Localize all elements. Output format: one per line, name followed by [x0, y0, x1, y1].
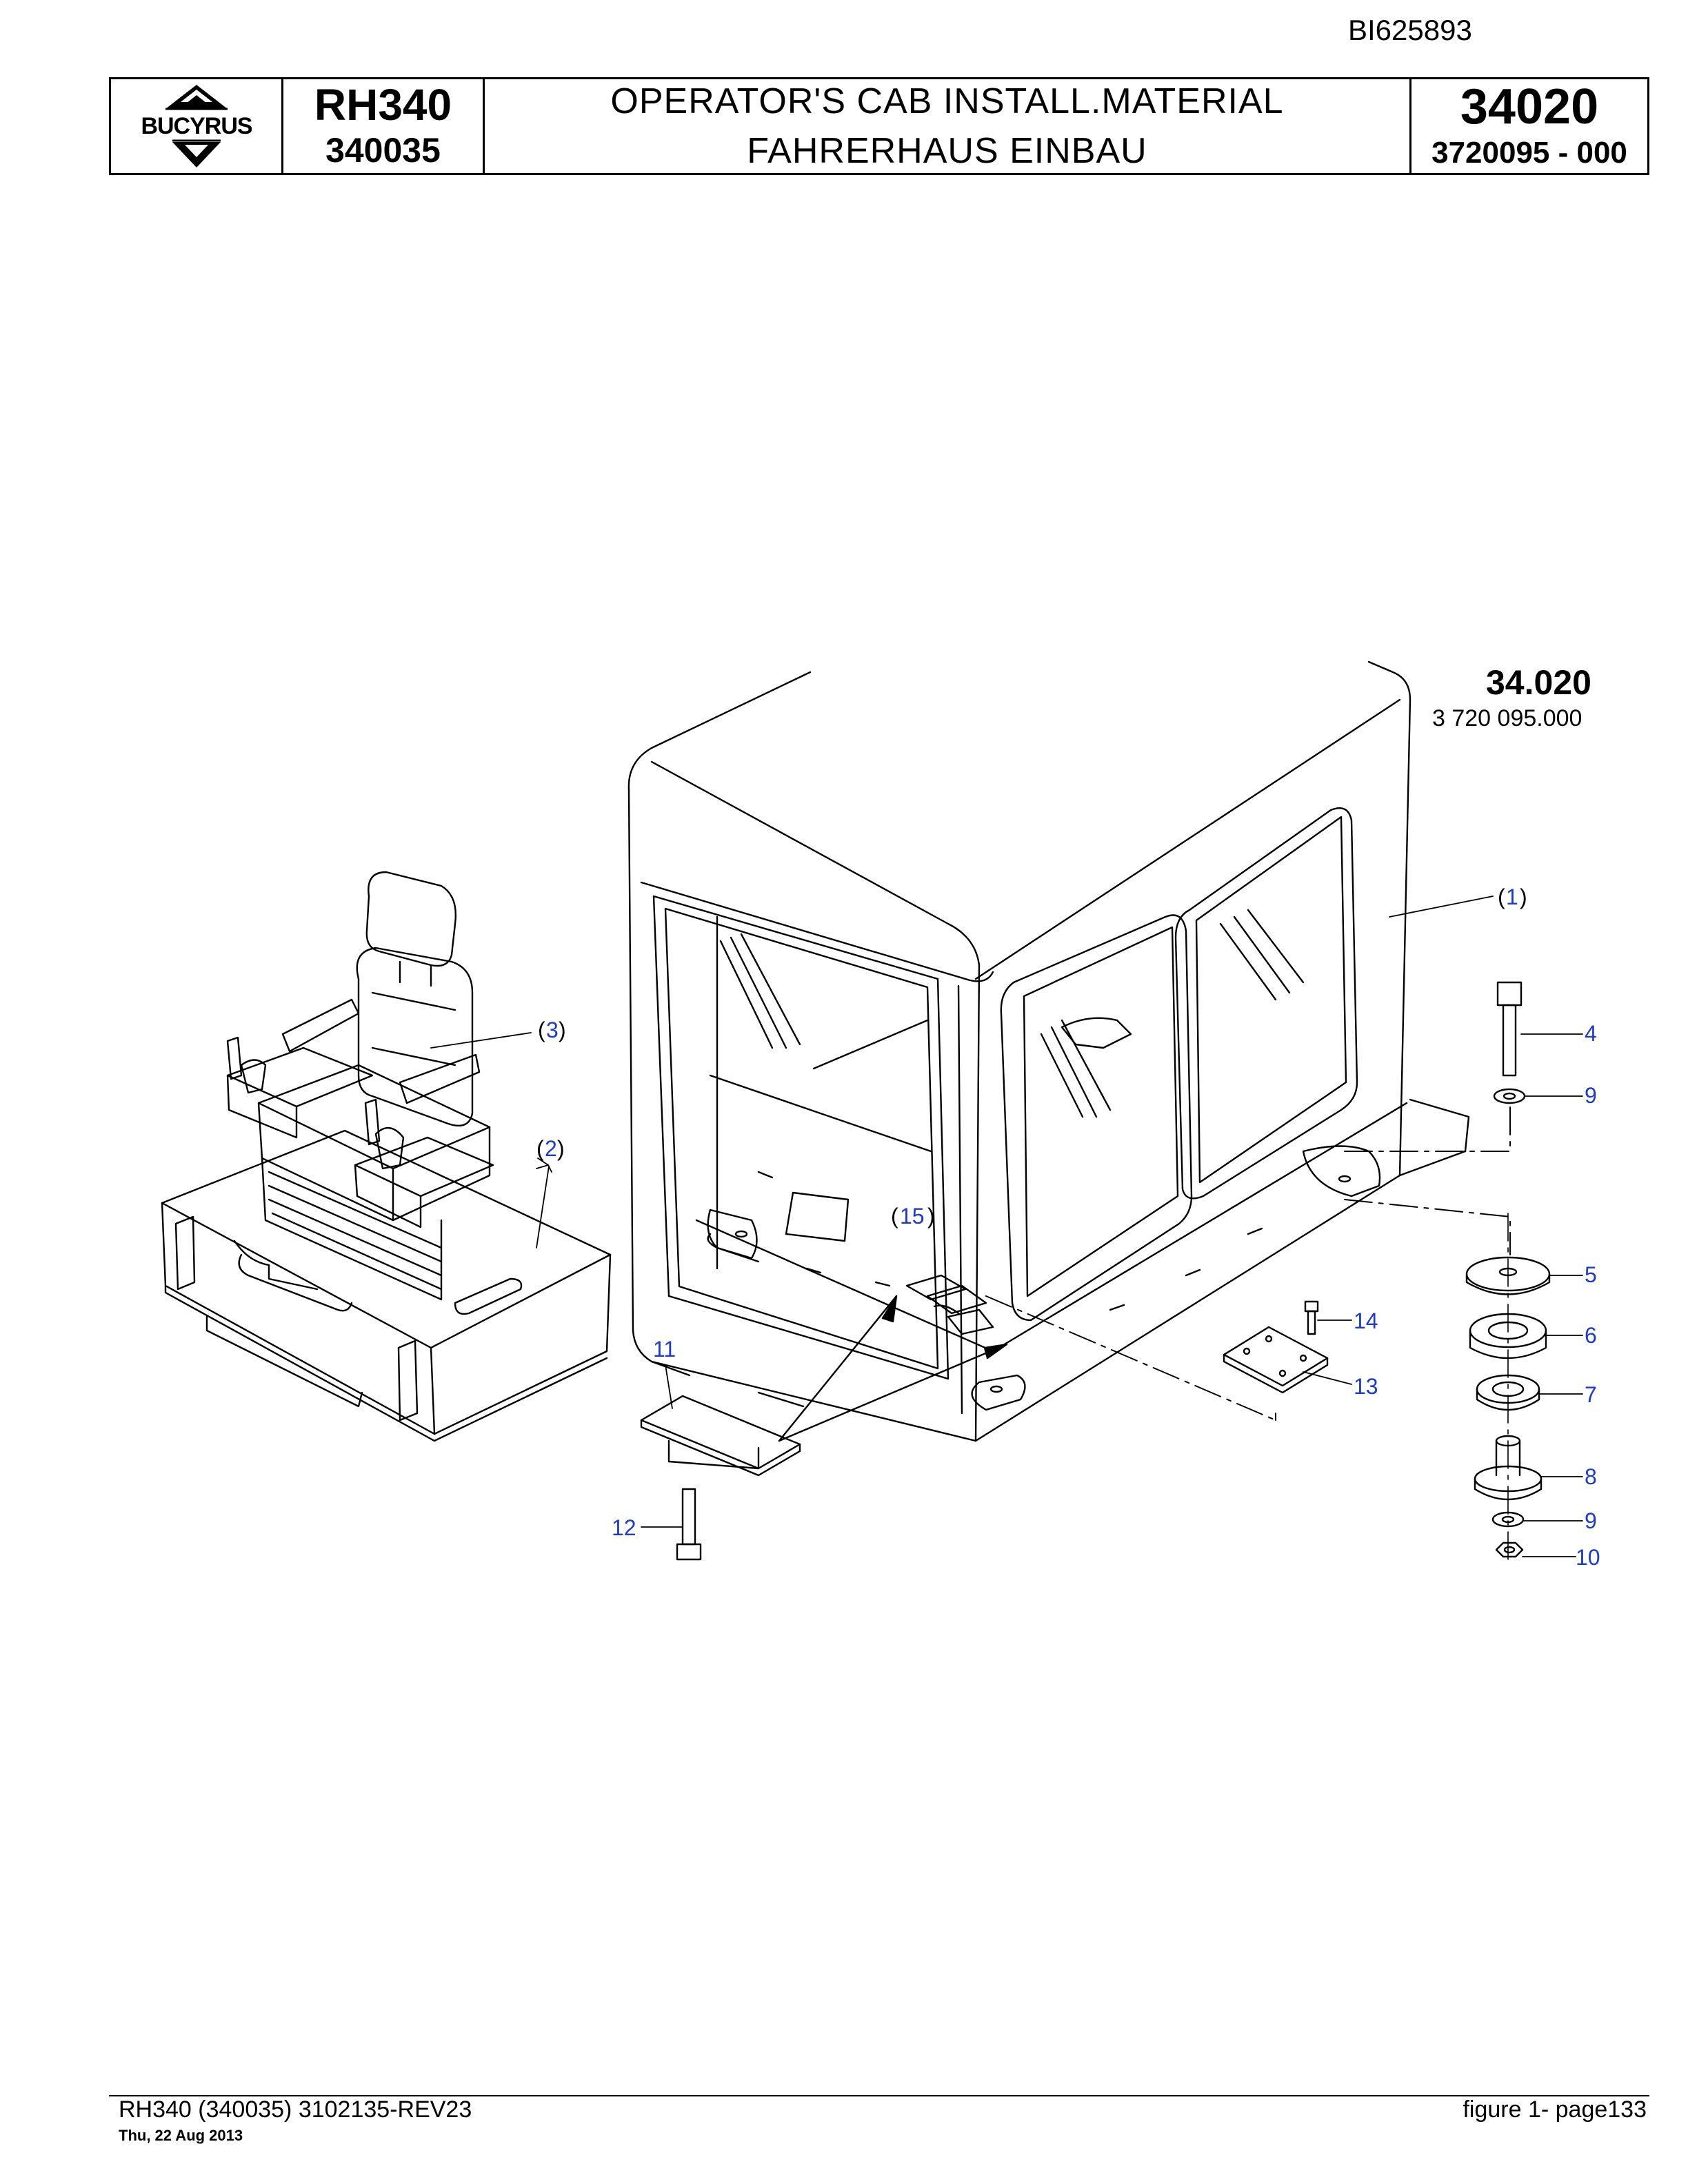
footer-page: figure 1- page133	[1463, 2096, 1647, 2123]
svg-text:(: (	[538, 1018, 545, 1042]
item-14-screw	[1304, 1300, 1319, 1335]
callout-3: 3	[546, 1018, 559, 1042]
callout-2: 2	[545, 1136, 557, 1161]
title-english: OPERATOR'S CAB INSTALL.MATERIAL	[610, 81, 1284, 121]
callout-labels: ( 1 ) ( 3 ) ( 2 ) ( 15 ) 4 9 5 6 7 8 9 1…	[536, 884, 1600, 1570]
item-12-bolt	[676, 1488, 702, 1561]
svg-text:): )	[927, 1204, 935, 1228]
console-drawing	[161, 1129, 612, 1442]
footer-date: Thu, 22 Aug 2013	[119, 2127, 243, 2144]
callout-9-bottom: 9	[1585, 1508, 1597, 1533]
callout-7: 7	[1585, 1382, 1597, 1407]
seat-drawing	[226, 871, 494, 1312]
callout-6: 6	[1585, 1323, 1597, 1348]
callout-11: 11	[653, 1337, 676, 1362]
callout-13: 13	[1354, 1374, 1378, 1399]
model-cell: RH340 340035	[283, 79, 485, 173]
item-11-ramp	[640, 1395, 801, 1477]
brand-logo-cell: BUCYRUS	[111, 79, 283, 173]
item-9-washer-top	[1493, 1088, 1526, 1104]
bucyrus-logo: BUCYRUS	[122, 85, 270, 168]
callout-4: 4	[1585, 1021, 1597, 1046]
title-cell: OPERATOR'S CAB INSTALL.MATERIAL FAHRERHA…	[485, 79, 1411, 173]
callout-15: 15	[900, 1204, 925, 1228]
svg-text:): )	[557, 1136, 565, 1161]
title-block: BUCYRUS RH340 340035 OPERATOR'S CAB INST…	[109, 77, 1649, 175]
svg-text:(: (	[1498, 884, 1505, 909]
figure-group-ref: 34.020	[1486, 663, 1591, 702]
figure-assembly-number: 3 720 095.000	[1432, 705, 1582, 731]
brand-text: BUCYRUS	[141, 113, 252, 139]
item-4-bolt	[1496, 981, 1523, 1077]
svg-text:): )	[1520, 884, 1527, 909]
callout-1: 1	[1506, 884, 1518, 909]
footer-doc-ref: RH340 (340035) 3102135-REV23	[119, 2096, 472, 2123]
svg-text:(: (	[536, 1136, 544, 1161]
document-id: BI625893	[1348, 14, 1472, 46]
group-number: 34020	[1460, 79, 1599, 134]
footer-divider	[109, 2095, 1649, 2096]
item-15-mats	[905, 1274, 994, 1335]
part-number: 3720095 - 000	[1431, 136, 1627, 170]
svg-text:(: (	[891, 1204, 898, 1228]
item-13-plate	[1223, 1326, 1329, 1394]
callout-9-top: 9	[1585, 1083, 1597, 1108]
callout-14: 14	[1354, 1308, 1378, 1333]
svg-text:): )	[559, 1018, 566, 1042]
cab-drawing	[627, 660, 1470, 1442]
item-10-nut	[1495, 1541, 1524, 1558]
callout-12: 12	[612, 1515, 636, 1540]
serial-number: 340035	[325, 131, 441, 170]
callout-10: 10	[1576, 1545, 1600, 1570]
callout-5: 5	[1585, 1262, 1597, 1287]
callout-8: 8	[1585, 1464, 1597, 1489]
title-german: FAHRERHAUS EINBAU	[747, 131, 1147, 171]
model-number: RH340	[314, 80, 452, 130]
group-cell: 34020 3720095 - 000	[1411, 79, 1647, 173]
